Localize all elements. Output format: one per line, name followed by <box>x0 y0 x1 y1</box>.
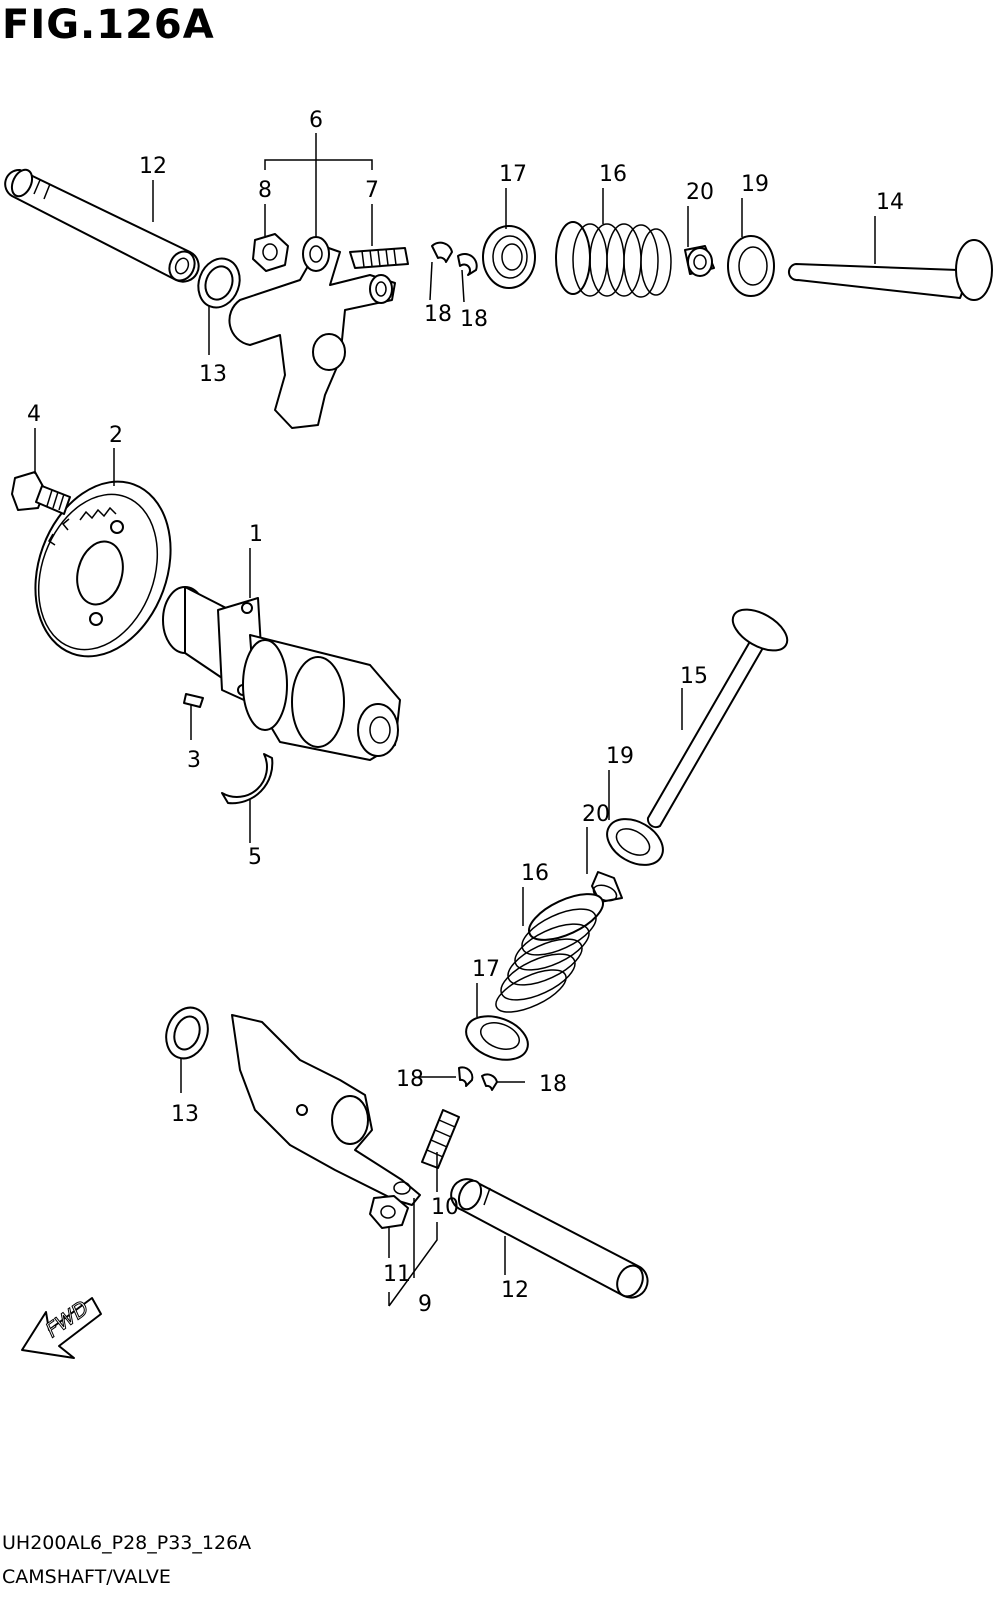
valve-stem-seal-lower <box>591 871 623 903</box>
callout-6: 6 <box>309 108 323 133</box>
callout-20-upper: 20 <box>686 180 714 205</box>
camshaft <box>162 586 401 761</box>
leader-lines <box>34 133 876 1307</box>
callout-11: 11 <box>383 1262 411 1287</box>
callout-20-lower: 20 <box>582 802 610 827</box>
callout-18-lower-a: 18 <box>396 1067 424 1092</box>
callout-4: 4 <box>27 402 41 427</box>
callout-5: 5 <box>248 845 262 870</box>
callout-3: 3 <box>187 748 201 773</box>
tappet-screw-lower <box>421 1109 460 1169</box>
adjuster-nut-lower <box>369 1195 409 1229</box>
callout-1: 1 <box>249 522 263 547</box>
callout-16-upper: 16 <box>599 162 627 187</box>
adjuster-nut-upper <box>252 233 289 272</box>
callout-16-lower: 16 <box>521 861 549 886</box>
intake-valve <box>787 239 993 301</box>
callout-12-lower: 12 <box>501 1278 529 1303</box>
callout-19-upper: 19 <box>741 172 769 197</box>
camshaft-retainer <box>221 753 274 805</box>
valve-spring-upper <box>555 221 672 298</box>
spring-retainer-upper <box>482 225 536 289</box>
sprocket-bolt <box>11 471 71 515</box>
callout-8: 8 <box>258 178 272 203</box>
figure-title: FIG.126A <box>2 2 215 48</box>
callout-18-lower-b: 18 <box>539 1072 567 1097</box>
callout-19-lower: 19 <box>606 744 634 769</box>
callout-15: 15 <box>680 664 708 689</box>
callout-numbers: 6 12 8 7 17 16 20 19 14 18 18 13 4 2 1 1… <box>27 108 904 1317</box>
spring-seat-upper <box>727 235 775 297</box>
callout-7: 7 <box>365 178 379 203</box>
callout-9: 9 <box>418 1292 432 1317</box>
exhaust-valve <box>646 608 789 829</box>
rocker-shaft-upper <box>4 168 200 283</box>
callout-13-upper: 13 <box>199 362 227 387</box>
callout-18-upper-b: 18 <box>460 307 488 332</box>
tappet-screw-upper <box>349 247 409 269</box>
rocker-shaft-lower <box>450 1178 649 1299</box>
callout-10: 10 <box>431 1195 459 1220</box>
valve-spring-lower <box>495 893 604 1013</box>
callout-17-upper: 17 <box>499 162 527 187</box>
model-code: UH200AL6_P28_P33_126A <box>2 1532 252 1554</box>
rocker-arm-lower <box>231 1014 421 1206</box>
forward-direction-arrow: FWD <box>21 1295 102 1359</box>
spring-retainer-lower <box>465 1015 529 1061</box>
cam-sprocket <box>34 480 172 658</box>
valve-cotters-upper <box>431 241 478 276</box>
spring-seat-lower <box>606 818 664 866</box>
section-name: CAMSHAFT/VALVE <box>2 1566 171 1588</box>
valve-cotters-lower <box>458 1066 498 1091</box>
rocker-arm-upper <box>228 236 396 429</box>
o-ring-upper <box>197 257 241 309</box>
callout-13-lower: 13 <box>171 1102 199 1127</box>
callout-14: 14 <box>876 190 904 215</box>
callout-18-upper-a: 18 <box>424 302 452 327</box>
callout-17-lower: 17 <box>472 957 500 982</box>
dowel-pin <box>183 693 204 708</box>
callout-2: 2 <box>109 423 123 448</box>
valve-stem-seal-upper <box>684 245 715 277</box>
o-ring-lower <box>165 1006 209 1060</box>
callout-12-upper: 12 <box>139 154 167 179</box>
